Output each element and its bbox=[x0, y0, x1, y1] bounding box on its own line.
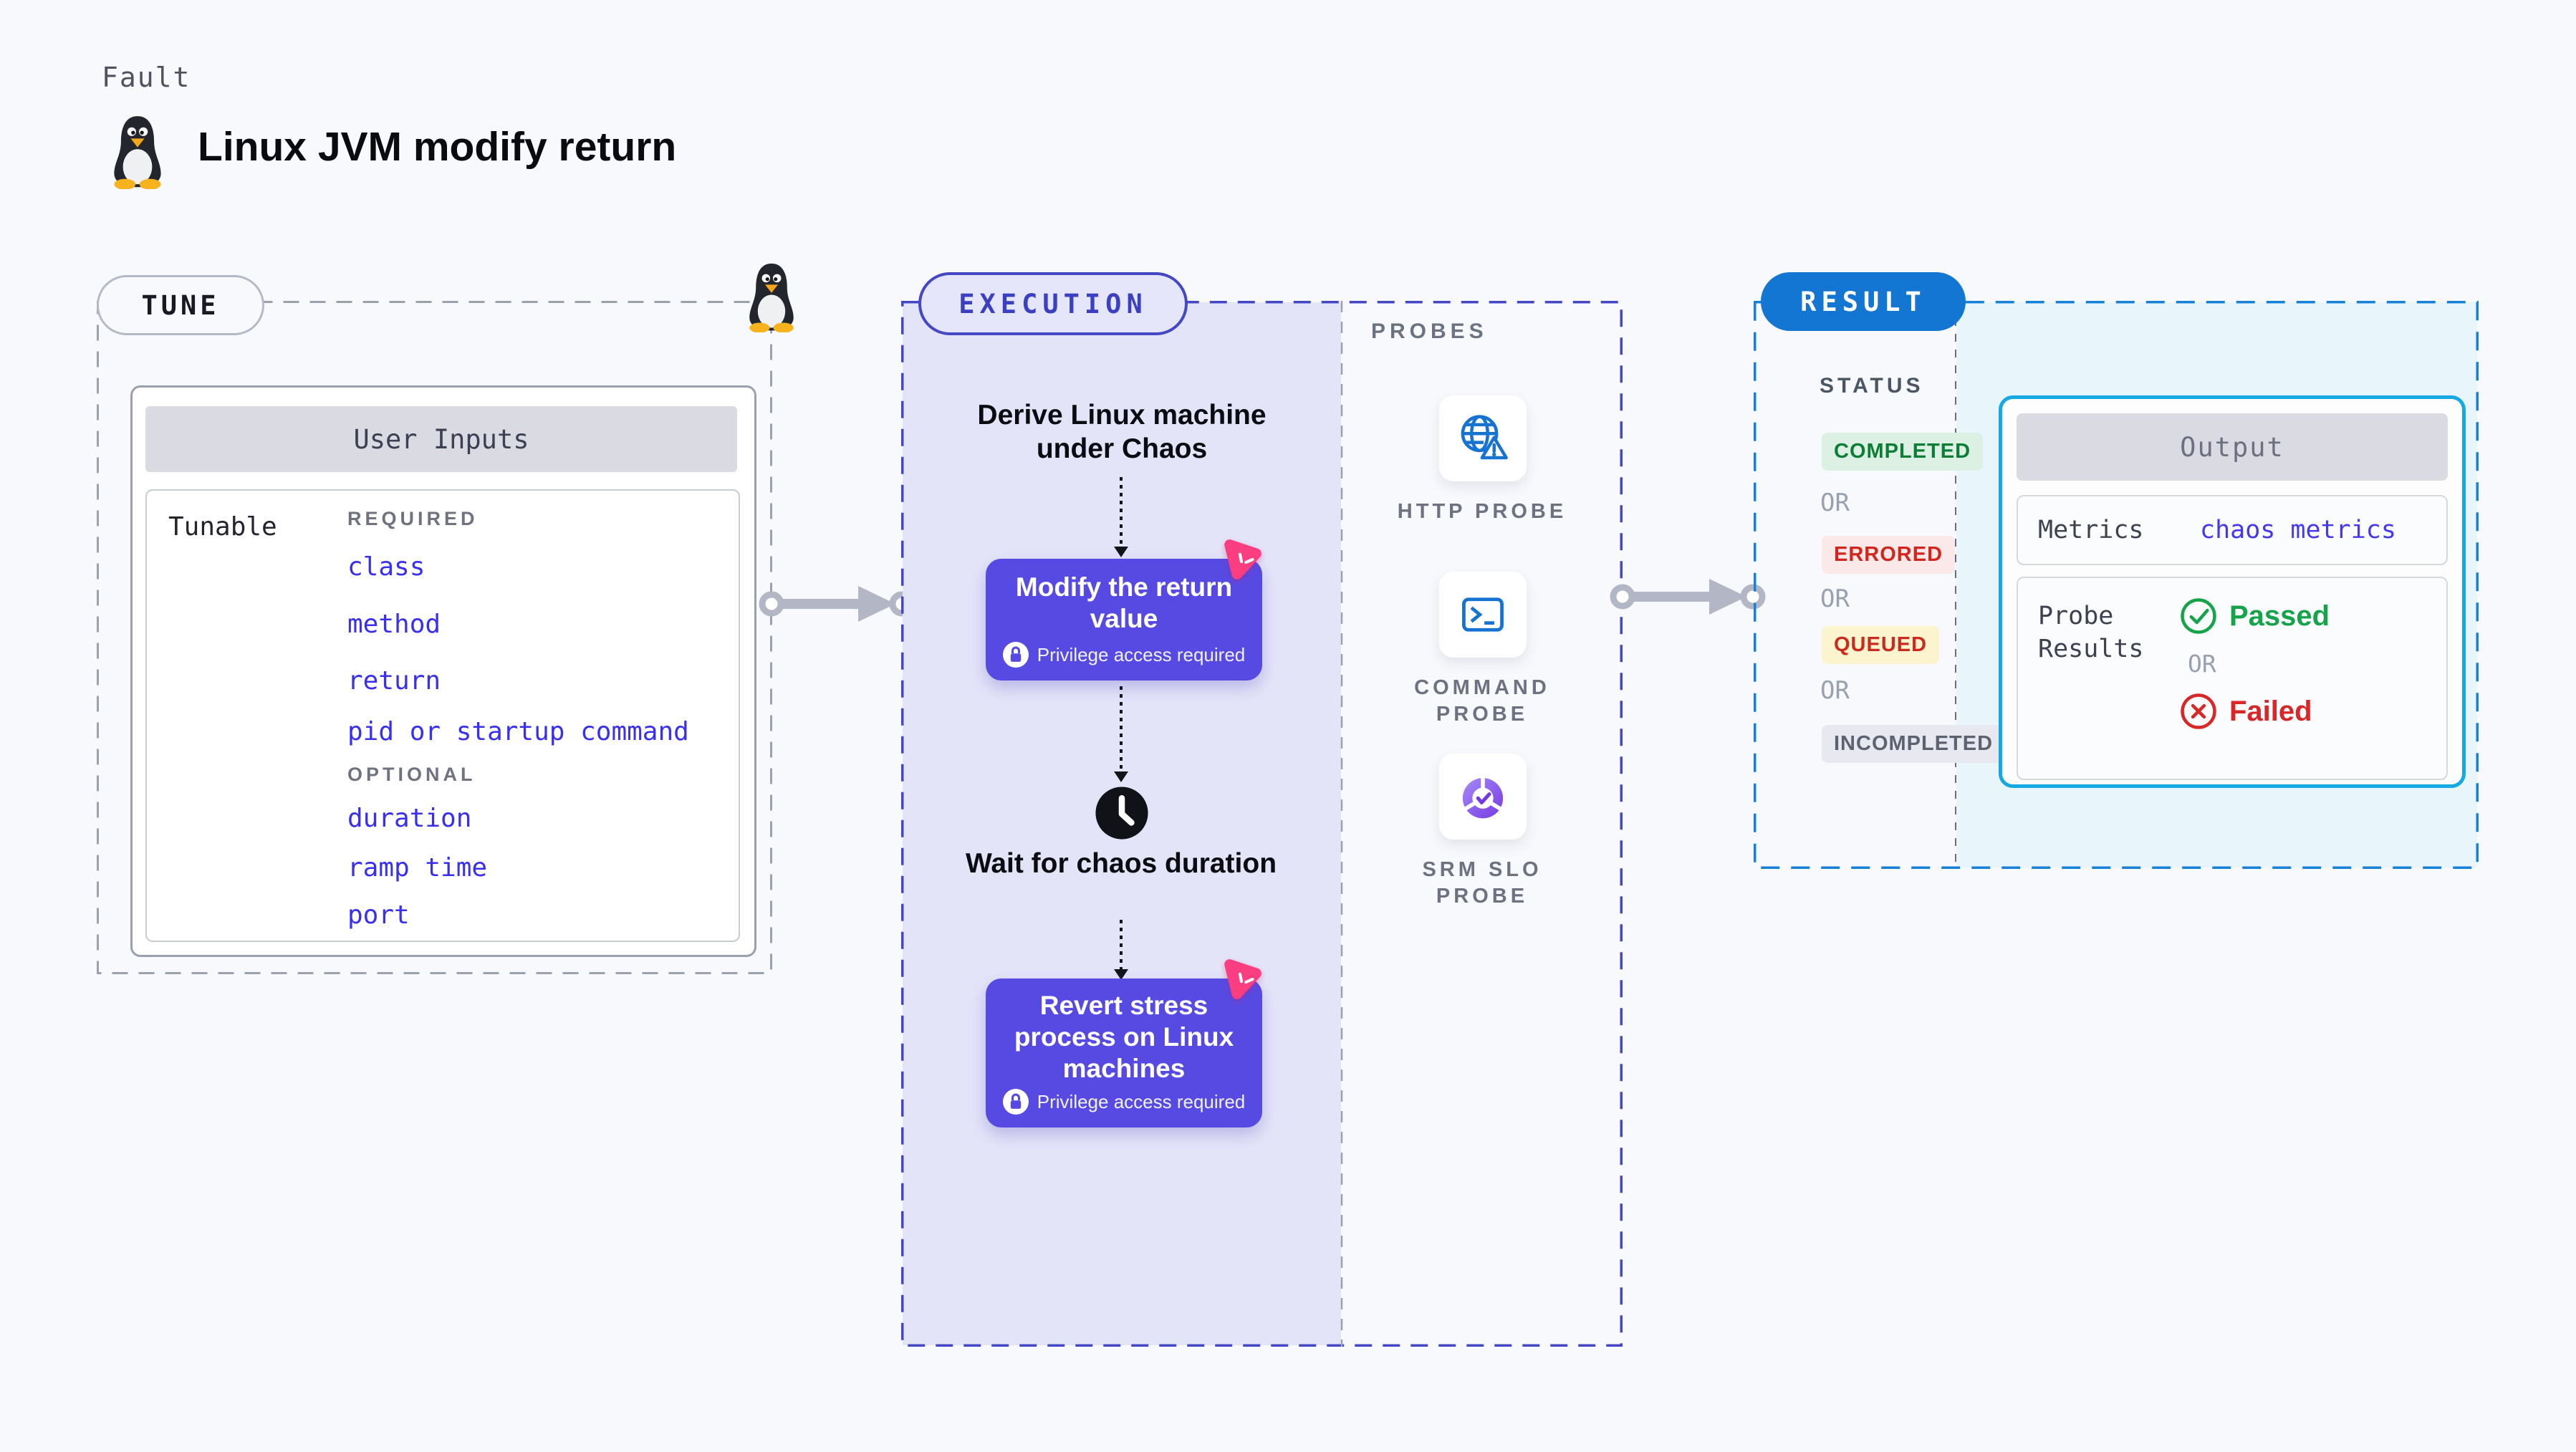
slo-gauge-icon bbox=[1462, 776, 1504, 819]
output-card: Output Metrics chaos metrics Probe Resul… bbox=[1999, 395, 2466, 788]
tunable-item-method[interactable]: method bbox=[347, 610, 441, 639]
tunable-item-duration[interactable]: duration bbox=[347, 804, 472, 833]
modify-return-node: Modify the return value Privilege access… bbox=[986, 559, 1262, 681]
srm-slo-probe-label: SRM SLO PROBE bbox=[1422, 858, 1542, 908]
status-column-label: STATUS bbox=[1820, 374, 1924, 398]
passed-label: Passed bbox=[2229, 600, 2330, 632]
user-inputs-card: User Inputs Tunable REQUIRED class metho… bbox=[130, 385, 756, 957]
or-label: OR bbox=[1820, 489, 1850, 517]
chaos-logo-icon bbox=[1224, 959, 1261, 999]
probes-column-label: PROBES bbox=[1371, 319, 1488, 343]
execution-to-result-arrow bbox=[1610, 579, 1766, 615]
chaos-logo-icon bbox=[1224, 539, 1261, 580]
check-circle-icon bbox=[2181, 598, 2216, 634]
page-title: Linux JVM modify return bbox=[198, 124, 677, 170]
revert-stress-title: Revert stress process on Linux machines bbox=[1014, 991, 1234, 1083]
required-group-label: REQUIRED bbox=[347, 508, 479, 529]
or-label: OR bbox=[1820, 585, 1850, 613]
terminal-icon bbox=[1462, 597, 1504, 632]
tune-dashed-box bbox=[97, 301, 772, 974]
tunable-list: Tunable REQUIRED class method return pid… bbox=[145, 489, 740, 942]
dotted-arrow bbox=[1120, 477, 1123, 549]
status-badge-completed: COMPLETED bbox=[1822, 433, 1984, 471]
probe-results-label: Probe Results bbox=[2038, 602, 2144, 663]
srm-slo-probe-card bbox=[1439, 754, 1527, 840]
tunable-item-port[interactable]: port bbox=[347, 900, 410, 930]
probes-divider bbox=[1340, 301, 1343, 1347]
tune-to-execution-arrow bbox=[759, 586, 915, 622]
tunable-item-pid-or-startup-command[interactable]: pid or startup command bbox=[347, 717, 689, 746]
tunable-item-ramp-time[interactable]: ramp time bbox=[347, 853, 488, 883]
execution-dashed-box bbox=[901, 301, 1623, 1347]
command-probe-label: COMMAND PROBE bbox=[1414, 676, 1550, 726]
or-label: OR bbox=[1820, 676, 1850, 705]
x-circle-icon bbox=[2181, 693, 2216, 729]
privilege-access-label: Privilege access required bbox=[1037, 1090, 1246, 1112]
metrics-row: Metrics chaos metrics bbox=[2017, 495, 2448, 565]
dotted-arrow bbox=[1120, 920, 1123, 971]
modify-return-title: Modify the return value bbox=[1015, 572, 1233, 633]
metrics-label: Metrics bbox=[2038, 516, 2144, 544]
privilege-access-label: Privilege access required bbox=[1037, 643, 1246, 665]
chaos-metrics-link[interactable]: chaos metrics bbox=[2200, 516, 2396, 544]
status-badge-errored: ERRORED bbox=[1822, 536, 1956, 574]
clock-icon bbox=[1095, 787, 1148, 840]
command-probe-card bbox=[1439, 572, 1527, 658]
revert-stress-node: Revert stress process on Linux machines … bbox=[986, 979, 1262, 1128]
tux-penguin-icon bbox=[114, 116, 161, 189]
failed-label: Failed bbox=[2229, 695, 2312, 727]
globe-alert-icon bbox=[1461, 415, 1508, 460]
or-label: OR bbox=[2188, 650, 2216, 678]
status-badge-incompleted: INCOMPLETED bbox=[1822, 725, 2006, 763]
derive-node-text: Derive Linux machine under Chaos bbox=[977, 400, 1267, 464]
execution-section-pill: EXECUTION bbox=[918, 272, 1188, 335]
result-section-pill: RESULT bbox=[1761, 272, 1966, 331]
tunable-row-label: Tunable bbox=[168, 512, 277, 542]
wait-node-text: Wait for chaos duration bbox=[965, 848, 1277, 879]
tunable-item-return[interactable]: return bbox=[347, 666, 441, 696]
tune-section-pill: TUNE bbox=[97, 275, 264, 335]
user-inputs-header: User Inputs bbox=[145, 406, 737, 472]
dotted-arrow bbox=[1120, 686, 1123, 774]
http-probe-label: HTTP PROBE bbox=[1397, 500, 1567, 523]
status-badge-queued: QUEUED bbox=[1822, 626, 1940, 664]
result-dashed-box bbox=[1754, 301, 2479, 869]
lock-icon bbox=[1002, 642, 1029, 668]
output-header: Output bbox=[2017, 413, 2448, 481]
probe-results-row: Probe Results Passed OR Failed bbox=[2017, 577, 2448, 780]
lock-icon bbox=[1002, 1089, 1029, 1115]
status-output-divider bbox=[1955, 302, 1956, 867]
tux-penguin-icon bbox=[749, 263, 794, 332]
tunable-item-class[interactable]: class bbox=[347, 552, 426, 582]
http-probe-card bbox=[1439, 395, 1527, 481]
optional-group-label: OPTIONAL bbox=[347, 764, 476, 785]
fault-kind-label: Fault bbox=[102, 62, 191, 93]
